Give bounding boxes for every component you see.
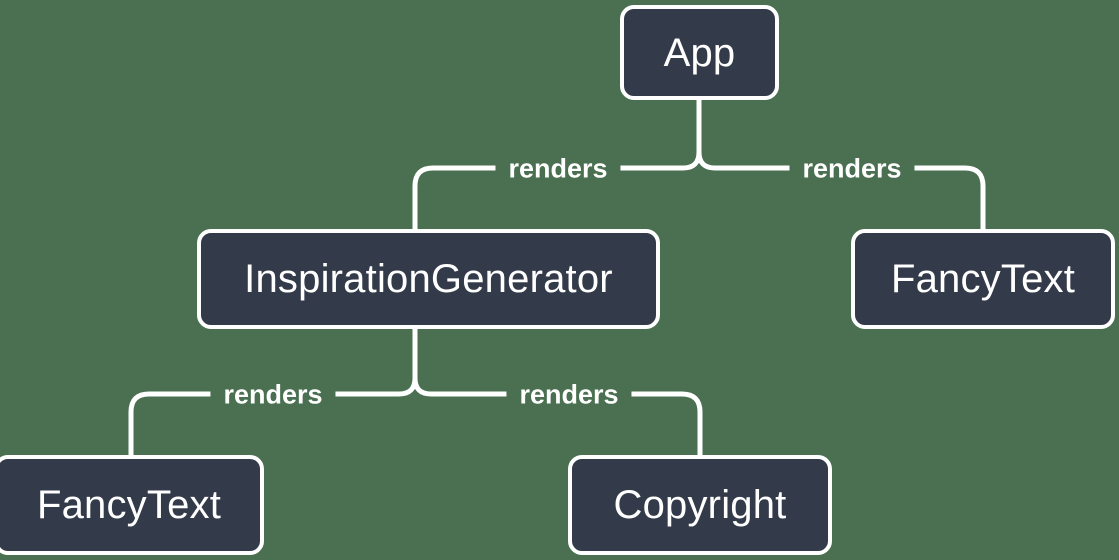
node-inspiration-generator[interactable]: InspirationGenerator — [197, 229, 660, 329]
node-app-label: App — [663, 30, 736, 75]
edge-label-inspirationgenerator-to-fancytext: renders — [210, 381, 336, 409]
node-copyright[interactable]: Copyright — [568, 455, 832, 555]
edge-label-app-to-inspirationgenerator: renders — [495, 155, 621, 183]
node-fancytext-right-label: FancyText — [890, 257, 1076, 301]
node-app[interactable]: App — [620, 5, 779, 100]
edge-label-inspirationgenerator-to-copyright: renders — [506, 381, 632, 409]
node-fancytext-right[interactable]: FancyText — [851, 229, 1115, 329]
node-fancytext-bottom-label: FancyText — [36, 483, 222, 527]
node-fancytext-bottom[interactable]: FancyText — [0, 455, 264, 555]
edge-label-app-to-fancytext-right: renders — [789, 155, 915, 183]
node-inspiration-generator-label: InspirationGenerator — [244, 257, 613, 301]
node-copyright-label: Copyright — [613, 483, 787, 527]
